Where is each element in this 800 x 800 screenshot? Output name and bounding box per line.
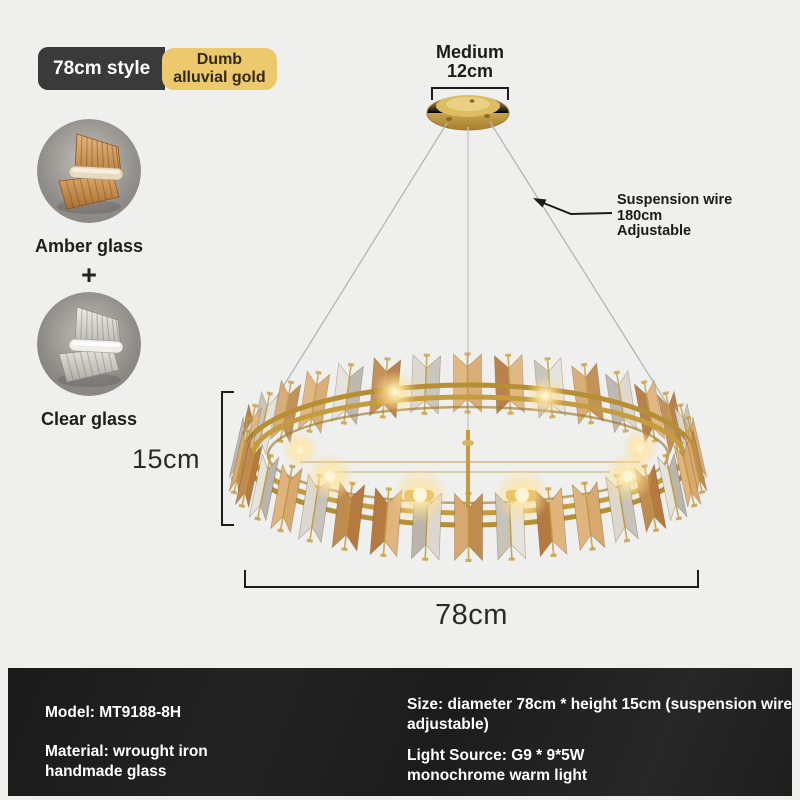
wire-leader-line xyxy=(540,201,613,216)
dimension-lines xyxy=(221,87,699,588)
style-badge: 78cm style xyxy=(38,47,166,90)
spec-light-line2: monochrome warm light xyxy=(407,766,587,784)
canopy-size-line2: 12cm xyxy=(446,61,494,81)
canopy-width-bracket xyxy=(431,87,509,100)
plus-sign: + xyxy=(81,260,97,290)
height-annotation: 15cm xyxy=(131,444,200,474)
suspension-wire-annotation: Suspension wire 180cm Adjustable xyxy=(617,192,733,240)
finish-badge-line2: alluvial gold xyxy=(173,68,266,86)
spec-material-line2: handmade glass xyxy=(45,762,167,780)
wire-line2: 180cm xyxy=(617,207,663,224)
spec-size-line1: Size: diameter 78cm * height 15cm (suspe… xyxy=(407,696,793,713)
badge-row: 78cm style Dumb alluvial gold xyxy=(38,47,277,90)
height-bracket xyxy=(221,391,234,526)
amber-glass-photo xyxy=(37,119,141,223)
diameter-annotation: 78cm xyxy=(435,599,508,631)
diameter-bracket xyxy=(244,570,699,588)
spec-model: Model: MT9188-8H xyxy=(45,703,181,723)
style-badge-label: 78cm style xyxy=(53,57,151,79)
spec-size: Size: diameter 78cm * height 15cm (suspe… xyxy=(407,695,792,734)
spec-light: Light Source: G9 * 9*5W monochrome warm … xyxy=(407,746,587,785)
wire-line1: Suspension wire xyxy=(617,192,733,208)
finish-badge: Dumb alluvial gold xyxy=(162,47,277,90)
spec-footer: Model: MT9188-8H Material: wrought iron … xyxy=(8,668,792,796)
lamp-glow-outer xyxy=(306,452,653,524)
spec-model-line1: Model: MT9188-8H xyxy=(45,704,182,721)
clear-glass-photo xyxy=(37,292,141,396)
material-options: Amber glass + xyxy=(34,119,144,430)
spec-size-line2: adjustable) xyxy=(407,715,489,733)
wire-line3: Adjustable xyxy=(617,223,692,239)
clear-glass-label: Clear glass xyxy=(40,409,138,429)
lamp-glow-inner xyxy=(282,370,658,468)
canopy-size-annotation: Medium 12cm xyxy=(400,43,540,81)
wire-leader-arrowhead xyxy=(533,198,547,208)
amber-glass-label: Amber glass xyxy=(34,236,144,256)
canopy-size-line1: Medium xyxy=(435,42,504,62)
spec-light-line1: Light Source: G9 * 9*5W xyxy=(407,747,585,764)
spec-material-line1: Material: wrought iron xyxy=(45,743,208,760)
finish-badge-line1: Dumb xyxy=(196,50,243,68)
spec-material: Material: wrought iron handmade glass xyxy=(45,742,208,781)
ceiling-canopy xyxy=(426,95,510,131)
